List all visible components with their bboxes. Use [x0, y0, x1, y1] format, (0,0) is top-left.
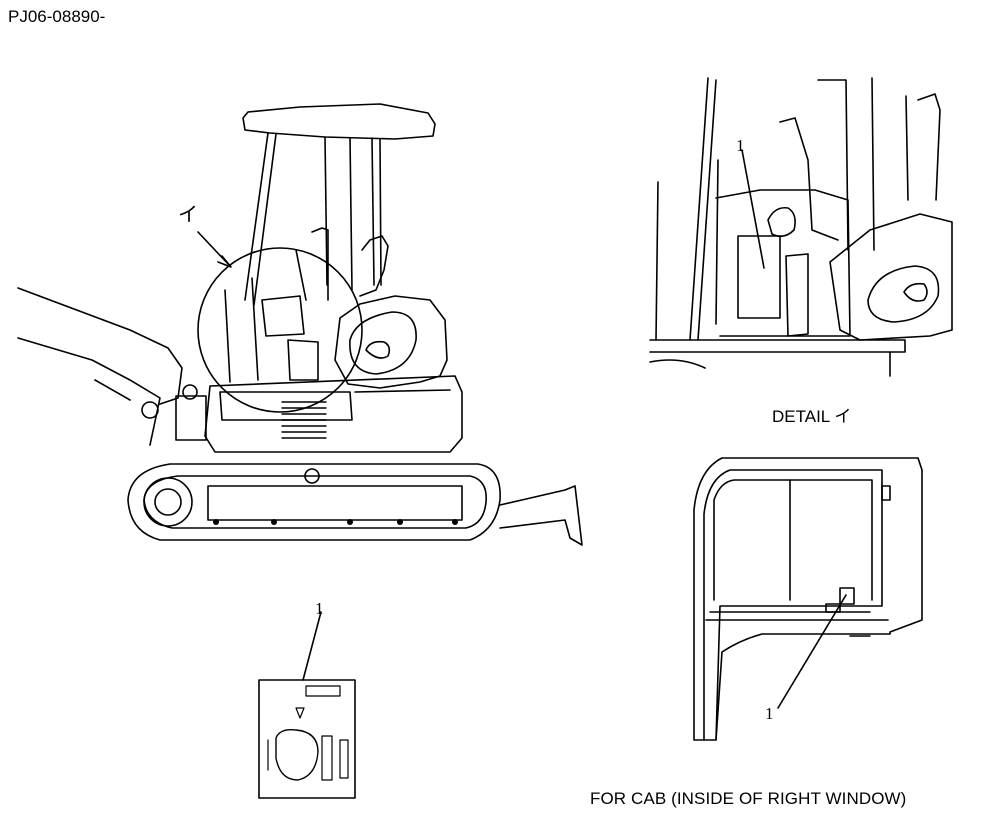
cab-view-drawing — [693, 457, 923, 741]
excavator-side-view — [17, 103, 583, 546]
drawing-reference-code: PJ06-08890- — [8, 7, 106, 26]
cab-view-title: FOR CAB (INSIDE OF RIGHT WINDOW) — [590, 789, 907, 808]
view-marker-i: イ — [178, 204, 198, 226]
detail-view-drawing — [649, 77, 953, 377]
cab-part-callout: 1 — [765, 704, 774, 723]
decal-drawing — [258, 611, 356, 799]
decal-part-callout: 1 — [315, 599, 324, 618]
detail-view-title: DETAIL イ — [772, 407, 852, 426]
detail-part-callout: 1 — [736, 136, 745, 155]
